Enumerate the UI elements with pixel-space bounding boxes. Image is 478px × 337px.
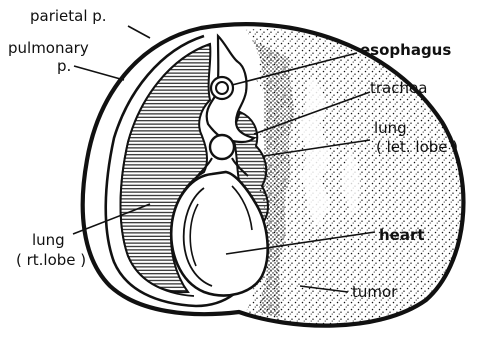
label-esophagus: esophagus — [360, 42, 451, 59]
trachea-structure — [210, 135, 234, 159]
label-heart: heart — [379, 227, 425, 244]
label-tumor: tumor — [352, 284, 397, 301]
label-pulmonary-pleura-line1: pulmonary — [8, 40, 89, 57]
label-trachea: trachea — [370, 80, 427, 97]
label-lung-right-line1: lung — [32, 232, 65, 249]
label-lung-left-line1: lung — [374, 120, 407, 137]
label-lung-left-line2: ( let. lobe ) — [376, 139, 458, 156]
label-parietal-pleura: parietal p. — [30, 8, 107, 25]
label-lung-right-line2: ( rt.lobe ) — [16, 252, 86, 269]
label-pulmonary-pleura-line2: p. — [57, 58, 71, 75]
